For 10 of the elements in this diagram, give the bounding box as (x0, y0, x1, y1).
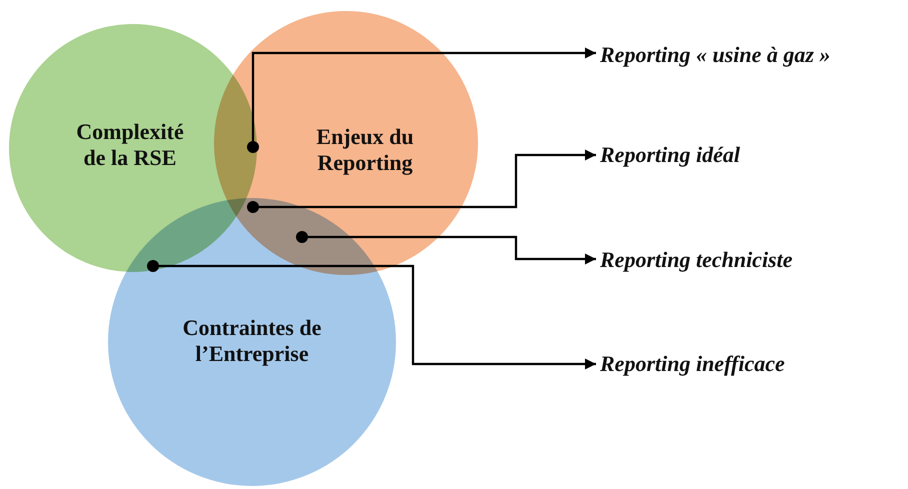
circle-title: Contraintes de l’Entreprise (182, 314, 322, 368)
outcome-label: Reporting techniciste (600, 247, 792, 274)
circle-title: Complexité de la RSE (75, 118, 185, 172)
connector-arrow (308, 236, 596, 264)
circle-title: Enjeux du Reporting (315, 124, 415, 176)
outcome-label: Reporting idéal (600, 142, 740, 168)
outcome-label: Reporting inefficace (600, 351, 785, 378)
connector-arrow (252, 48, 596, 141)
connector-arrow (259, 150, 596, 208)
outcome-label: Reporting « usine à gaz » (600, 42, 830, 68)
